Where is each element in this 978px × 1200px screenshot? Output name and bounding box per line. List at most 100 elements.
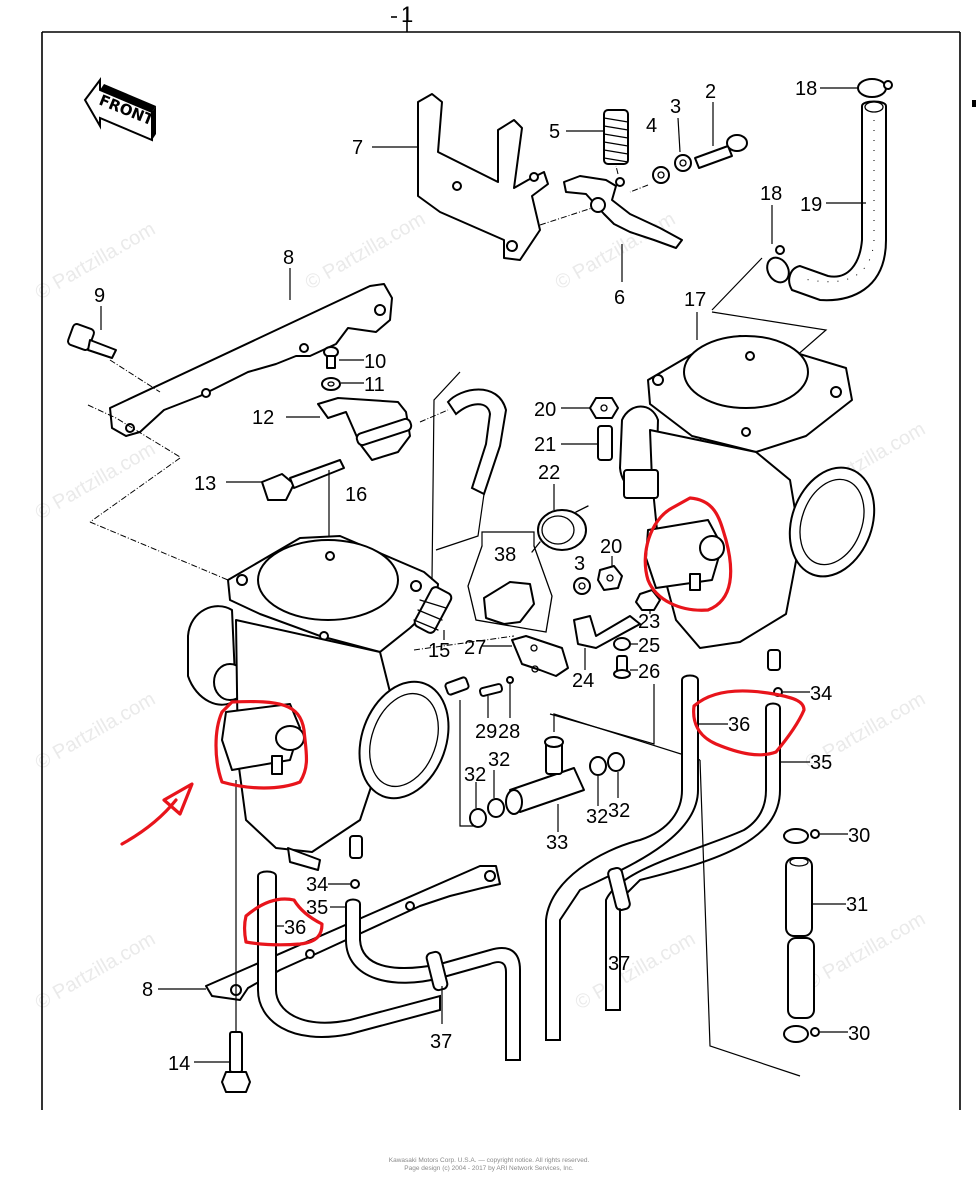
part-18-clamp-top [857,78,893,98]
part-26-screw [613,655,631,679]
callout-19: 19 [800,194,822,216]
callout-10: 10 [364,351,386,373]
part-35-left-hose [345,898,521,1061]
callout-28: 28 [498,721,520,743]
callout-15: 15 [428,640,450,662]
callout-38: 38 [494,544,516,566]
callout-32-d: 32 [608,800,630,822]
part-37-clamp-left [425,950,449,992]
callout-16: 16 [345,484,367,506]
callout-4: 4 [646,115,657,137]
watermark: © Partzilla.com [32,928,160,1014]
callout-31: 31 [846,894,868,916]
title-ref-number: 1 [401,2,413,27]
watermark: © Partzilla.com [572,928,700,1014]
part-3-washer-lower [573,577,591,595]
part-12-bracket [317,397,413,461]
part-37-clamp-right [607,866,631,912]
callout-30-bottom: 30 [848,1023,870,1045]
right-carb-fuel-fitting [645,519,725,591]
callout-37-left: 37 [430,1031,452,1053]
callout-13: 13 [194,473,216,495]
page-frame [41,8,976,1110]
callout-8-bottom: 8 [142,979,153,1001]
part-30-clamp-bottom [783,1025,820,1043]
part-33-fuel-tee [505,736,585,815]
callout-36-right: 36 [728,714,750,736]
callout-18-top: 18 [795,78,817,100]
callout-29: 29 [475,721,497,743]
watermark: © Partzilla.com [802,908,930,994]
watermark: © Partzilla.com [302,208,430,294]
part-idle-screw [444,676,470,696]
callout-32-a: 32 [464,764,486,786]
callout-35-right: 35 [810,752,832,774]
part-20-nut-lower [597,565,623,591]
callout-37-right: 37 [608,953,630,975]
callout-3-lower: 3 [574,553,585,575]
part-19-hose [788,100,887,302]
callout-18-side: 18 [760,183,782,205]
part-38-group [467,531,553,633]
part-20-nut-top [589,397,619,419]
callout-30-top: 30 [848,825,870,847]
callout-32-b: 32 [488,749,510,771]
part-10-screw [323,346,339,369]
part-15-spring [413,586,453,634]
part-5-spring [603,109,629,165]
annotation-arrow [120,782,194,846]
part-13-adjuster [261,459,345,501]
annotation-circle-right-fitting [643,496,733,612]
callout-33: 33 [546,832,568,854]
annotation-circle-left-fitting [214,699,309,790]
part-8-upper-plate [109,283,393,437]
annotation-circle-36-right [692,689,806,757]
footer-line-1: Kawasaki Motors Corp. U.S.A. — copyright… [388,1157,590,1164]
vent-hose [446,388,508,496]
callout-20-top: 20 [534,399,556,421]
part-30-clamp-top [783,828,820,844]
callout-24: 24 [572,670,594,692]
callout-25: 25 [638,635,660,657]
part-22-spring [531,505,589,553]
copyright-footer: Kawasaki Motors Corp. U.S.A. — copyright… [0,1157,978,1173]
callout-20-lower: 20 [600,536,622,558]
callout-7: 7 [352,137,363,159]
callout-23: 23 [638,611,660,633]
callout-12: 12 [252,407,274,429]
part-25-nut [613,637,631,651]
part-21-stud [597,425,613,461]
red-annotations [120,496,806,947]
callout-8-top: 8 [283,247,294,269]
part-28-ball [506,676,514,684]
part-18-clamp-side [766,245,790,284]
part-3-washer [674,154,692,172]
part-34-left [350,879,360,889]
front-direction-badge: FRONT [83,77,157,142]
callout-17: 17 [684,289,706,311]
callout-21: 21 [534,434,556,456]
callout-14: 14 [168,1053,190,1075]
callout-26: 26 [638,661,660,683]
part-11-washer [321,377,341,391]
callout-34-left: 34 [306,874,328,896]
part-35-right-hose [605,702,781,1011]
callout-22: 22 [538,462,560,484]
callout-11: 11 [364,374,385,396]
part-29-spring [478,683,504,697]
part-2-screw [694,134,748,169]
part-24-bracket [573,615,641,649]
callout-32-c: 32 [586,806,608,828]
footer-line-2: Page design (c) 2004 - 2017 by ARI Netwo… [404,1165,574,1172]
part-31-hose [785,857,815,1019]
part-32-orings [469,752,625,828]
part-7-bracket [417,93,549,261]
callout-5: 5 [549,121,560,143]
part-36-left-hose [257,870,441,1038]
left-carb-fuel-fitting [221,703,305,775]
callout-35-left: 35 [306,897,328,919]
annotation-circle-36-left [242,897,324,947]
part-4-washer [652,166,670,184]
callout-36-left: 36 [284,917,306,939]
